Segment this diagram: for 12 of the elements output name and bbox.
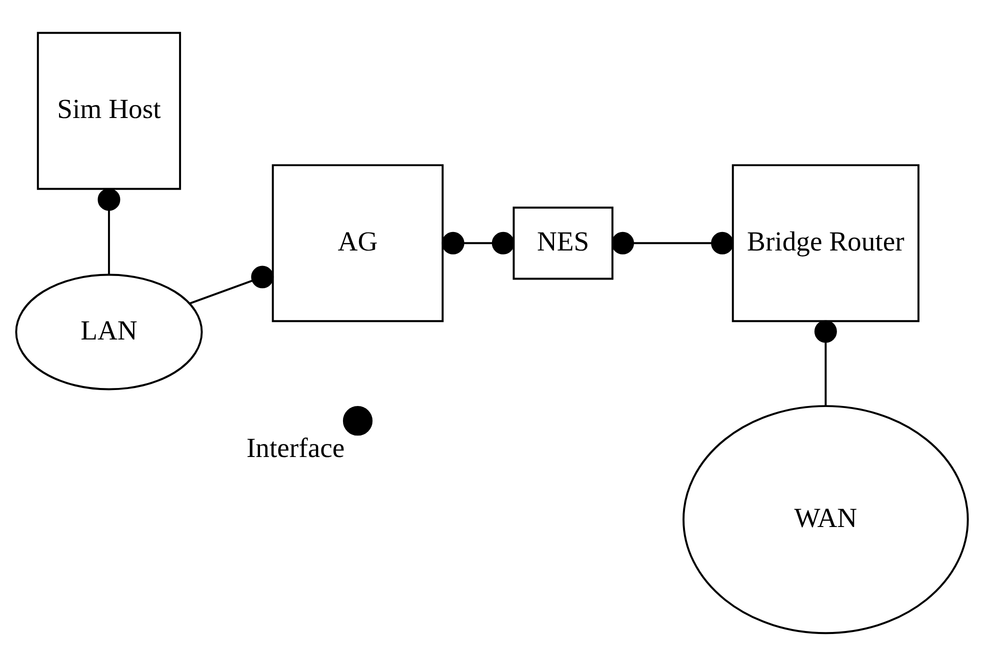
node-ellipse: WAN — [682, 404, 969, 634]
node-ellipse: LAN — [15, 273, 203, 390]
connector — [98, 188, 120, 274]
connector — [612, 231, 734, 254]
node-box: Sim Host — [36, 31, 182, 190]
connector — [189, 265, 274, 304]
connector — [814, 320, 837, 406]
node-box: NES — [512, 206, 614, 280]
node-box: Bridge Router — [732, 164, 920, 322]
legend-label: Interface — [246, 431, 345, 462]
node-box: AG — [272, 164, 444, 322]
connector — [442, 231, 514, 254]
